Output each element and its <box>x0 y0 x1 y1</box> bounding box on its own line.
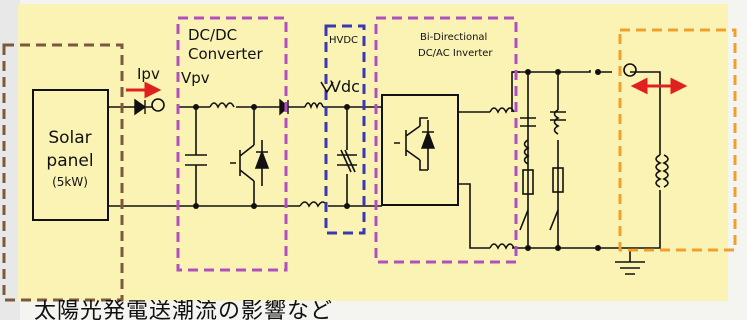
diodes <box>134 98 290 116</box>
ipv-label: Ipv <box>137 65 160 83</box>
diagram-background-panel <box>18 4 728 301</box>
grid-group-outline <box>618 28 737 252</box>
vdc-label: Vdc <box>330 77 360 96</box>
transformer-icon <box>655 154 669 188</box>
inverter-box <box>381 94 459 206</box>
vdc-marker-icon <box>320 81 334 94</box>
hvdc-label: HVDC <box>329 35 358 46</box>
inverter-label-line2: DC/AC Inverter <box>418 48 493 59</box>
inverter-group-outline <box>374 16 518 264</box>
dashed-group-outlines <box>2 16 737 302</box>
solar-panel-label-line1: Solar <box>48 128 91 148</box>
solar-panel-label-line2: panel <box>46 151 93 171</box>
dcdc-igbt-icon <box>230 138 270 188</box>
solar-panel-rating: (5kW) <box>52 175 88 189</box>
ipv-arrow-icon <box>126 81 162 99</box>
dcdc-group-outline <box>176 16 288 272</box>
solar-group-outline <box>2 43 124 302</box>
vpv-label: Vpv <box>181 69 210 87</box>
inductors <box>209 102 560 250</box>
bidirectional-arrow-icon <box>630 77 688 95</box>
solar-panel-box <box>32 89 109 221</box>
current-sensors <box>151 63 637 112</box>
dcdc-label-line1: DC/DC <box>188 26 237 44</box>
hvdc-capacitor-icon <box>337 149 357 173</box>
dcdc-label-line2: Converter <box>188 45 264 63</box>
inverter-label-line1: Bi-Directional <box>420 32 487 43</box>
junction-dots <box>193 69 601 251</box>
filter-components <box>519 111 566 231</box>
caption-text: 太陽光発電送潮流の影響など <box>34 300 334 320</box>
wiring <box>108 70 661 275</box>
hvdc-group-outline <box>324 24 366 235</box>
